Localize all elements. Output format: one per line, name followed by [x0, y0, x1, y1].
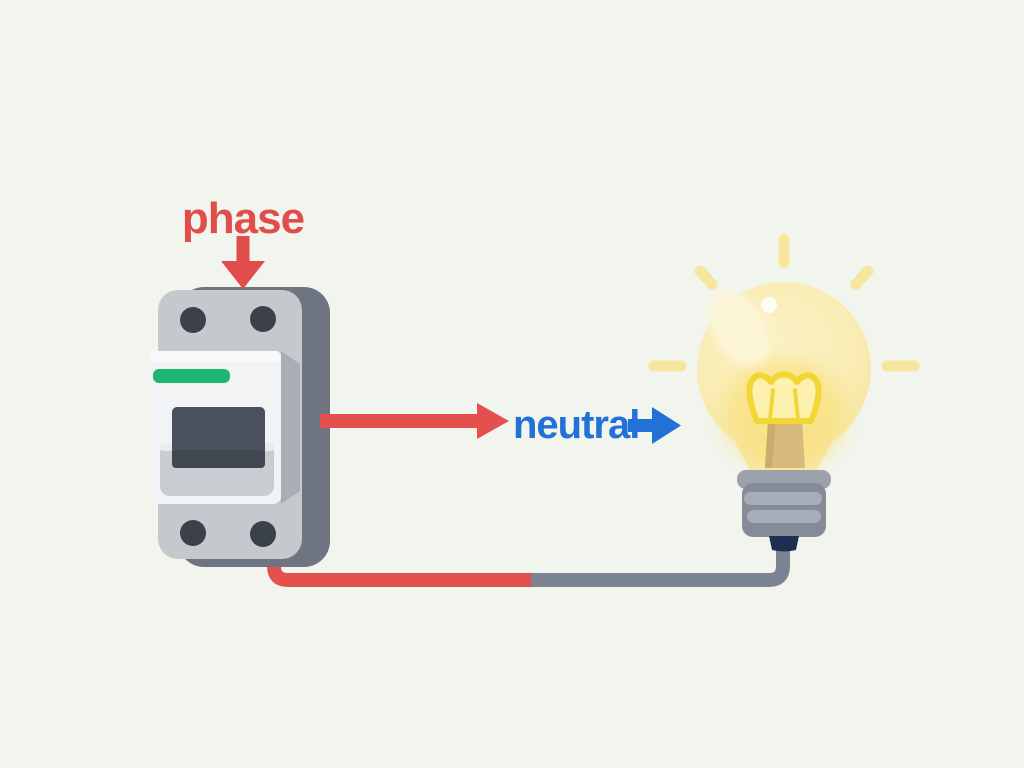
bulb-highlight-dot: [761, 297, 777, 313]
light-bulb: [648, 234, 920, 552]
bulb-base-ridge: [747, 510, 821, 523]
screw-icon: [250, 521, 276, 547]
bulb-rays: [648, 234, 920, 372]
bulb-filament: [746, 371, 822, 424]
phase-label: phase: [182, 194, 304, 243]
bulb-base-ridge: [744, 492, 822, 505]
breaker-panel-bevel: [281, 351, 300, 504]
circuit-breaker: [150, 287, 330, 567]
neutral-label: neutral: [513, 403, 639, 447]
bulb-base: [737, 470, 831, 552]
neutral-wire: [531, 545, 790, 587]
bulb-ray: [694, 265, 718, 290]
bulb-stem-shade: [765, 420, 776, 468]
breaker-indicator-stripe: [153, 369, 230, 383]
bulb-collar: [769, 536, 799, 552]
phase-down-arrow-icon: [221, 236, 265, 289]
screw-icon: [180, 307, 206, 333]
screw-icon: [250, 306, 276, 332]
breaker-panel-highlight: [150, 351, 281, 362]
breaker-switch-window-shade: [172, 450, 265, 468]
bulb-ray: [850, 265, 874, 290]
bulb-highlight: [708, 290, 770, 366]
neutral-right-arrow-icon: [628, 407, 681, 444]
flow-right-arrow-icon: [320, 403, 509, 439]
screw-icon: [180, 520, 206, 546]
